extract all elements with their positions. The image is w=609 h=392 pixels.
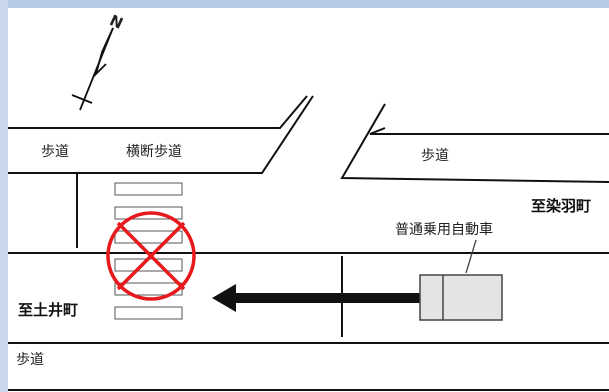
sidewalk-top-right-label: 歩道: [421, 148, 449, 164]
north-arrow-icon: [71, 27, 114, 111]
car-icon: [419, 274, 503, 321]
crosswalk-label: 横断歩道: [126, 144, 182, 160]
destination-somebacho-label: 至染羽町: [531, 197, 592, 215]
direction-arrow-icon: [212, 284, 420, 312]
road-edges: [8, 95, 609, 391]
left-frame: [0, 0, 8, 392]
sidewalk-bottom-label: 歩道: [16, 352, 44, 368]
sidewalk-top-left-label: 歩道: [41, 144, 69, 160]
top-frame: [0, 0, 609, 8]
vehicle-leader-line: [465, 239, 477, 274]
destination-doicho-label: 至土井町: [18, 301, 79, 319]
vehicle-label: 普通乗用自動車: [395, 222, 493, 238]
prohibition-icon: [106, 211, 196, 301]
